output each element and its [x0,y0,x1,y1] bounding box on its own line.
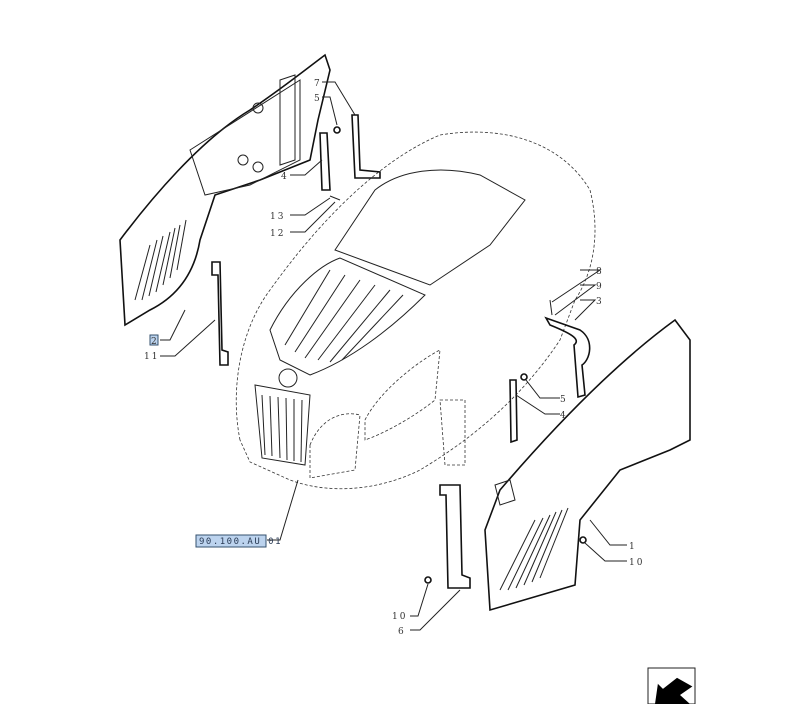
previous-page-arrow-icon[interactable] [647,667,696,704]
callout-6[interactable]: 6 [398,627,406,637]
callout-5-right[interactable]: 5 [560,395,568,405]
bracket-4-top [319,132,331,191]
bracket-4-right [509,379,518,444]
bracket-6 [439,484,471,589]
right-fender [484,318,691,612]
callout-12[interactable]: 12 [270,229,285,239]
callout-10[interactable]: 10 [629,558,644,568]
callout-8[interactable]: 8 [596,267,604,277]
leader-lines [160,81,627,631]
callout-labels: 7 5 4 13 12 2 11 8 9 3 5 4 1 10 10 6 [144,79,644,637]
callout-11[interactable]: 11 [144,352,159,362]
callout-3[interactable]: 3 [596,297,604,307]
bracket-3 [544,316,591,399]
reference-link[interactable]: 90.100.AU 01 [195,534,282,548]
callout-9[interactable]: 9 [596,282,604,292]
callout-4-right[interactable]: 4 [560,411,568,421]
bracket-11 [211,261,229,366]
reference-link-text[interactable]: 90.100.AU 01 [199,537,282,547]
callout-13[interactable]: 13 [270,212,285,222]
callout-2-highlight [149,334,159,346]
bracket-7 [351,114,381,179]
callout-7[interactable]: 7 [314,79,322,89]
callout-2[interactable]: 2 [151,337,159,347]
left-inner-panel [119,53,331,327]
callout-5[interactable]: 5 [314,94,322,104]
callout-1[interactable]: 1 [629,542,637,552]
callout-10-bottom[interactable]: 10 [392,612,407,622]
callout-4[interactable]: 4 [281,172,289,182]
nut-5 [333,126,341,134]
hood [235,131,596,490]
